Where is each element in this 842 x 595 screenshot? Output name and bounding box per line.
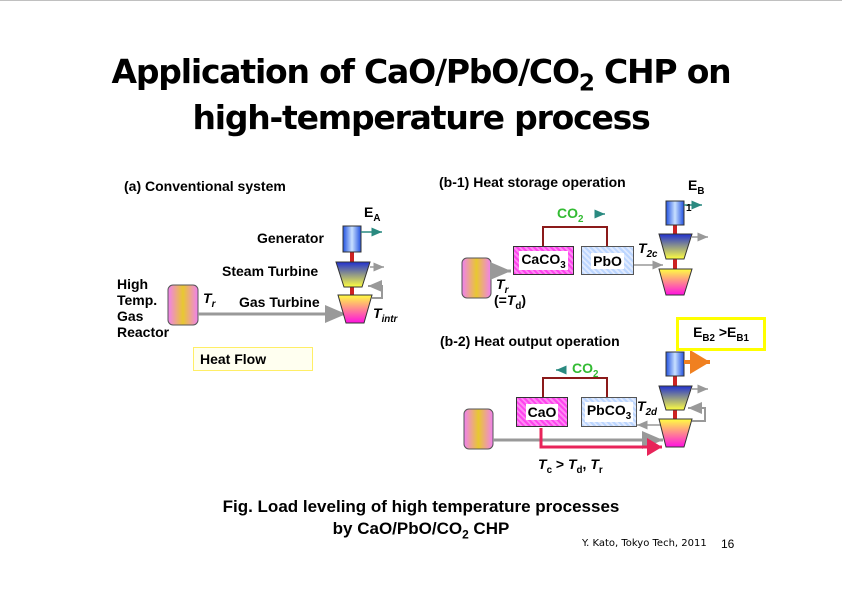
- cao-box: CaO: [516, 397, 568, 427]
- co2-label-b1: CO2: [557, 205, 584, 225]
- steam-turbine-a: [335, 261, 371, 288]
- steam-turbine-b1: [658, 233, 693, 260]
- pbco3-box: PbCO3: [581, 397, 637, 427]
- steam-turbine-label: Steam Turbine: [222, 263, 319, 279]
- panel-a-heading: (a) Conventional system: [124, 178, 286, 194]
- panel-b1-graphics: [461, 200, 708, 299]
- gas-turbine-b1: [658, 268, 693, 296]
- co2-label-b2: CO2: [572, 360, 599, 380]
- reactor-b2: [463, 408, 494, 450]
- figure-caption-line2: by CaO/PbO/CO2 CHP: [332, 519, 510, 542]
- panel-b1-heading: (b-1) Heat storage operation: [439, 174, 626, 190]
- energy-b1-label: EB: [688, 177, 705, 197]
- energy-comparison-box: EB2 >EB1: [676, 317, 766, 351]
- slide-title-line2: high-temperature process: [192, 98, 650, 137]
- gas-turbine-a: [337, 294, 373, 324]
- energy-b1-index: 1: [686, 203, 692, 214]
- top-border: [0, 0, 842, 1]
- generator-b1: [665, 200, 685, 226]
- slide-title-line1: Application of CaO/PbO/CO2 CHP on: [111, 52, 732, 97]
- steam-turbine-b2: [658, 385, 693, 411]
- pbo-box: PbO: [581, 246, 634, 275]
- energy-a-label: EA: [364, 204, 381, 224]
- td-label-b1: (=Td): [494, 292, 527, 312]
- caco3-box: CaCO3: [513, 246, 574, 275]
- reactor-b1: [461, 257, 492, 299]
- reactor-a: [167, 284, 199, 326]
- panel-a-graphics: [167, 225, 384, 326]
- figure-caption-line1: Fig. Load leveling of high temperature p…: [222, 497, 620, 516]
- page-number: 16: [721, 537, 735, 551]
- panel-b2-graphics: [463, 350, 710, 456]
- tr-label-a: Tr: [203, 290, 216, 310]
- panel-b2-heading: (b-2) Heat output operation: [440, 333, 620, 349]
- footer-credit: Y. Kato, Tokyo Tech, 2011: [582, 538, 707, 549]
- generator-b2: [665, 351, 685, 377]
- t2c-label: T2c: [638, 240, 658, 260]
- reactor-label: High Temp. Gas Reactor: [117, 276, 170, 340]
- t2d-label: T2d: [637, 398, 657, 418]
- generator-a: [342, 225, 362, 253]
- tr-label-b1: Tr: [496, 276, 509, 296]
- generator-label: Generator: [257, 230, 324, 246]
- heat-flow-legend: Heat Flow: [193, 347, 313, 371]
- tintr-label: Tintr: [373, 305, 398, 325]
- gas-turbine-label: Gas Turbine: [239, 294, 320, 310]
- gas-turbine-b2: [658, 418, 693, 448]
- temperature-condition: Tc > Td, Tr: [538, 456, 603, 476]
